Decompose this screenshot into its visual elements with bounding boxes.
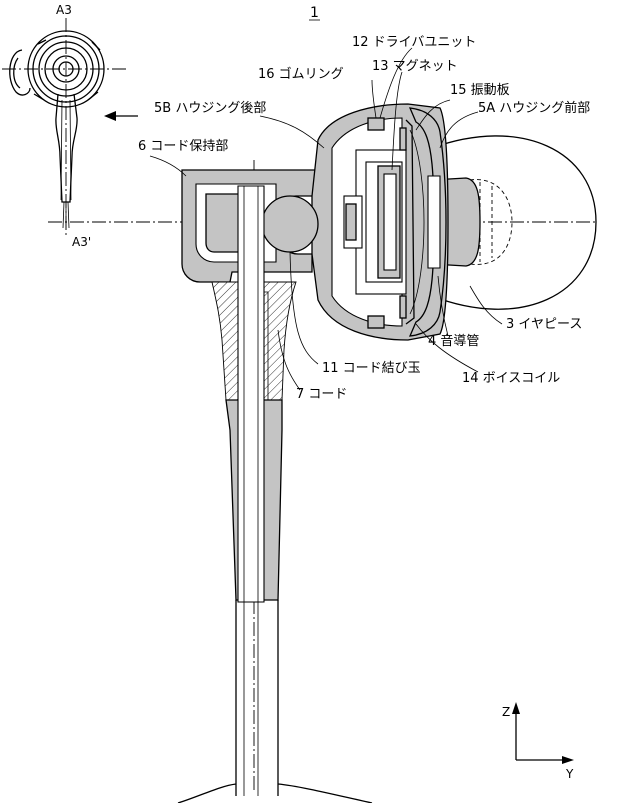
axis-label-y: Y xyxy=(565,767,574,781)
view-direction-arrow xyxy=(104,111,138,121)
cord-knot-ball xyxy=(261,195,319,253)
overview-thumbnail xyxy=(2,18,128,236)
axis-indicator xyxy=(512,702,574,764)
label-sound-tube: 4 音導管 xyxy=(428,333,479,349)
section-label-top: A3 xyxy=(56,3,72,17)
figure-number: 1 xyxy=(310,5,319,21)
axis-label-z: Z xyxy=(502,705,510,719)
label-cord: 7 コード xyxy=(296,387,347,402)
label-housing-rear: 5B ハウジング後部 xyxy=(154,101,266,116)
label-housing-front: 5A ハウジング前部 xyxy=(478,100,590,116)
label-rubber-ring: 16 ゴムリング xyxy=(258,66,344,82)
driver-unit xyxy=(343,119,441,325)
leader-lines xyxy=(149,47,503,391)
label-magnet: 13 マグネット xyxy=(372,59,458,74)
ear-piece xyxy=(431,135,597,310)
label-diaphragm: 15 振動板 xyxy=(450,83,510,98)
cord-assembly xyxy=(177,185,373,803)
label-ear-piece: 3 イヤピース xyxy=(506,317,582,332)
label-cord-holder: 6 コード保持部 xyxy=(138,139,228,154)
label-voice-coil: 14 ボイスコイル xyxy=(462,371,560,386)
section-label-bottom: A3' xyxy=(72,235,91,249)
label-driver-unit: 12 ドライバユニット xyxy=(352,35,476,50)
label-cord-knot: 11 コード結び玉 xyxy=(322,361,421,376)
